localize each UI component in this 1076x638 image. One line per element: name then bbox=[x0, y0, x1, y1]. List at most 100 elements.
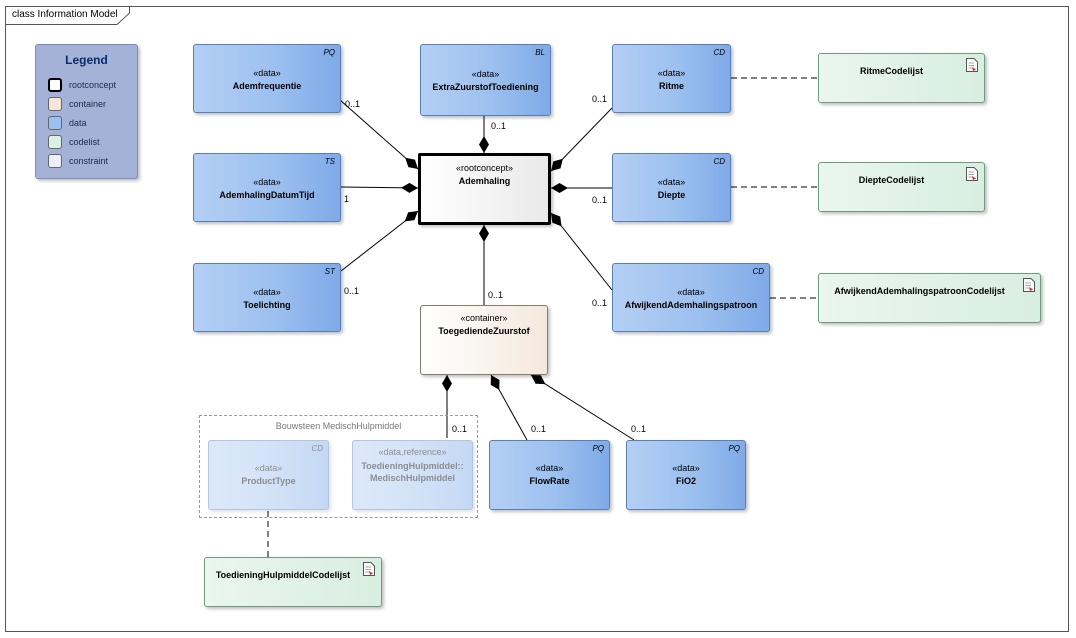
class-name: FlowRate bbox=[529, 476, 570, 486]
class-name: Ademfrequentie bbox=[232, 81, 302, 91]
frame-tab-outline bbox=[5, 6, 130, 25]
class-name: ExtraZuurstofToediening bbox=[432, 82, 539, 92]
legend-item-rootconcept: rootconcept bbox=[48, 78, 138, 94]
codelist-ritmecodelijst[interactable]: RitmeCodelijst bbox=[818, 53, 985, 103]
class-stereotype: «rootconcept» bbox=[455, 163, 514, 173]
class-stereotype: «data» bbox=[254, 463, 283, 473]
legend-swatch-constraint bbox=[48, 154, 62, 168]
type-tag: BL bbox=[535, 48, 545, 57]
class-name: Toelichting bbox=[243, 300, 291, 310]
codelist-afwijkendademhalingspatrooncodelijst[interactable]: AfwijkendAdemhalingspatroonCodelijst bbox=[818, 273, 1041, 323]
codelist-toedieninghulpmiddelcodelijst[interactable]: ToedieningHulpmiddelCodelijst bbox=[204, 557, 382, 607]
link-fio2 bbox=[530, 374, 635, 441]
document-icon bbox=[1023, 278, 1035, 292]
legend-label: codelist bbox=[69, 137, 100, 147]
type-tag: CD bbox=[311, 444, 323, 453]
multiplicity-toegediende: 0..1 bbox=[488, 290, 504, 300]
link-toelichting bbox=[340, 210, 419, 272]
class-ademfrequentie[interactable]: PQ «data» Ademfrequentie bbox=[193, 44, 341, 113]
type-tag: CD bbox=[752, 267, 764, 276]
legend-item-codelist: codelist bbox=[48, 135, 138, 151]
class-diepte[interactable]: CD «data» Diepte bbox=[612, 153, 731, 222]
package-title: Bouwsteen MedischHulpmiddel bbox=[275, 421, 402, 431]
type-tag: PQ bbox=[323, 48, 335, 57]
codelist-name: RitmeCodelijst bbox=[859, 66, 923, 76]
legend-label: constraint bbox=[69, 156, 109, 166]
multiplicity-ritme: 0..1 bbox=[592, 94, 608, 104]
legend-label: rootconcept bbox=[69, 80, 117, 90]
class-name: FiO2 bbox=[675, 476, 696, 486]
legend-title: Legend bbox=[65, 53, 108, 67]
package-bouwsteen-medischhulpmiddel[interactable]: Bouwsteen MedischHulpmiddel bbox=[199, 415, 478, 518]
class-name: AdemhalingDatumTijd bbox=[219, 190, 315, 200]
multiplicity-fio2: 0..1 bbox=[631, 424, 647, 434]
class-toelichting[interactable]: ST «data» Toelichting bbox=[193, 263, 341, 332]
class-name-line1: ToedieningHulpmiddel:: bbox=[361, 461, 464, 471]
class-name-line2: MedischHulpmiddel bbox=[369, 473, 455, 483]
legend-label: data bbox=[69, 118, 87, 128]
document-icon bbox=[966, 167, 978, 181]
class-stereotype: «data» bbox=[672, 463, 700, 473]
class-name: Ritme bbox=[658, 81, 684, 91]
legend: Legend rootconcept container data codeli… bbox=[35, 44, 138, 179]
diagram-title: class Information Model bbox=[12, 9, 118, 20]
class-producttype[interactable]: CD «data» ProductType bbox=[208, 440, 329, 510]
class-toedieninghulpmiddel-reference[interactable]: «data,reference» ToedieningHulpmiddel:: … bbox=[352, 440, 473, 510]
class-fio2[interactable]: PQ «data» FiO2 bbox=[626, 440, 746, 510]
link-ritme bbox=[550, 107, 613, 172]
class-stereotype: «data,reference» bbox=[378, 447, 447, 457]
class-name: ProductType bbox=[241, 476, 296, 486]
type-tag: PQ bbox=[592, 444, 604, 453]
class-name: AfwijkendAdemhalingspatroon bbox=[624, 300, 758, 310]
class-stereotype: «data» bbox=[253, 68, 281, 78]
legend-swatch-data bbox=[48, 116, 62, 130]
codelist-name: ToedieningHulpmiddelCodelijst bbox=[215, 570, 351, 580]
class-ritme[interactable]: CD «data» Ritme bbox=[612, 44, 731, 113]
multiplicity-toelichting: 0..1 bbox=[344, 286, 360, 296]
link-datumtijd bbox=[340, 182, 419, 193]
class-stereotype: «data» bbox=[677, 287, 705, 297]
class-stereotype: «data» bbox=[253, 287, 281, 297]
multiplicity-diepte: 0..1 bbox=[592, 195, 608, 205]
legend-item-data: data bbox=[48, 116, 138, 132]
codelist-dieptecodelijst[interactable]: DiepteCodelijst bbox=[818, 162, 985, 212]
class-stereotype: «container» bbox=[460, 313, 508, 323]
class-stereotype: «data» bbox=[657, 177, 686, 187]
multiplicity-flowrate: 0..1 bbox=[531, 424, 547, 434]
multiplicity-afwijkend: 0..1 bbox=[592, 298, 608, 308]
type-tag: ST bbox=[324, 267, 335, 276]
class-stereotype: «data» bbox=[471, 69, 500, 79]
legend-item-container: container bbox=[48, 97, 138, 113]
class-name: Diepte bbox=[657, 190, 686, 200]
legend-swatch-container bbox=[48, 97, 62, 111]
legend-item-constraint: constraint bbox=[48, 154, 138, 170]
class-ademhalingdatumtijd[interactable]: TS «data» AdemhalingDatumTijd bbox=[193, 153, 341, 222]
multiplicity-datumtijd: 1 bbox=[344, 194, 350, 204]
link-afwijkend bbox=[550, 212, 613, 291]
class-flowrate[interactable]: PQ «data» FlowRate bbox=[489, 440, 610, 510]
legend-swatch-rootconcept bbox=[48, 78, 62, 92]
legend-label: container bbox=[69, 99, 107, 109]
class-stereotype: «data» bbox=[253, 177, 281, 187]
diagram-frame bbox=[5, 6, 1069, 632]
class-extrazuurstoftoediening[interactable]: BL «data» ExtraZuurstofToediening bbox=[420, 44, 551, 116]
multiplicity-hulpmiddel: 0..1 bbox=[452, 424, 468, 434]
type-tag: CD bbox=[713, 157, 725, 166]
document-icon bbox=[966, 58, 978, 72]
type-tag: CD bbox=[713, 48, 725, 57]
link-flowrate bbox=[490, 374, 528, 441]
type-tag: TS bbox=[324, 157, 335, 166]
class-toegediendezuurstof-container[interactable]: «container» ToegediendeZuurstof bbox=[420, 305, 548, 375]
class-name: Ademhaling bbox=[458, 176, 511, 186]
multiplicity-ademfrequentie: 0..1 bbox=[345, 99, 361, 109]
class-afwijkendademhalingspatroon[interactable]: CD «data» AfwijkendAdemhalingspatroon bbox=[612, 263, 770, 332]
multiplicity-extrazuurstof: 0..1 bbox=[491, 121, 507, 131]
legend-swatch-codelist bbox=[48, 135, 62, 149]
link-ademfrequentie bbox=[339, 99, 419, 170]
class-stereotype: «data» bbox=[535, 463, 564, 473]
class-ademhaling-rootconcept[interactable]: «rootconcept» Ademhaling bbox=[418, 153, 551, 225]
type-tag: PQ bbox=[728, 444, 740, 453]
codelist-name: DiepteCodelijst bbox=[858, 175, 925, 185]
codelist-name: AfwijkendAdemhalingspatroonCodelijst bbox=[834, 286, 1005, 296]
